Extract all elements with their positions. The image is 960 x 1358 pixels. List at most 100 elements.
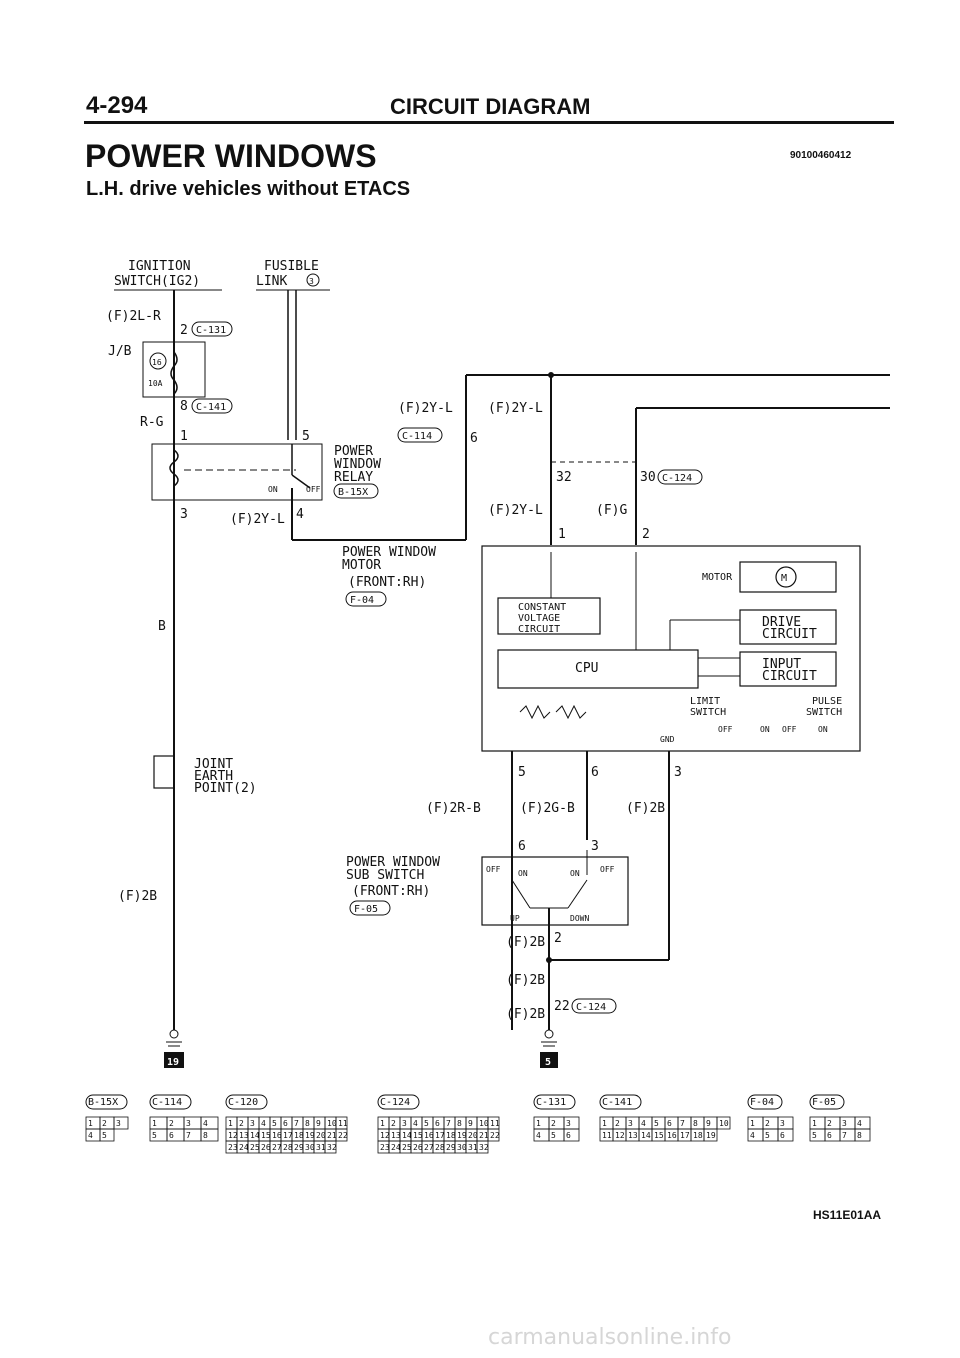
wire-b: B	[158, 619, 166, 634]
connector-pin-number: 6	[827, 1131, 832, 1140]
header-rule	[84, 121, 894, 124]
label-fusible-2: LINK	[256, 274, 287, 289]
connector-pin-number: 13	[239, 1131, 249, 1140]
connector-pin-number: 1	[812, 1119, 817, 1128]
connector-pin-number: 5	[765, 1131, 770, 1140]
connector-pin-number: 3	[116, 1119, 121, 1128]
relay-label-2: WINDOW	[334, 457, 381, 472]
conn-c131-label: C-131	[196, 325, 226, 336]
connector-pin-number: 21	[479, 1131, 489, 1140]
connector-pin-number: 1	[750, 1119, 755, 1128]
connector-pin-cell	[777, 1128, 794, 1142]
connector-id-f-05: F-05	[812, 1097, 836, 1108]
connector-pin-number: 12	[228, 1131, 238, 1140]
connector-pin-number: 28	[435, 1143, 445, 1152]
connector-id-c-120: C-120	[228, 1097, 258, 1108]
connector-pin-number: 10	[327, 1119, 337, 1128]
connector-pin-number: 7	[842, 1131, 847, 1140]
connector-pin-number: 1	[536, 1119, 541, 1128]
fuse-number: 16	[152, 358, 162, 367]
motor-bottom-6: 6	[591, 765, 599, 780]
connector-pin-number: 20	[316, 1131, 326, 1140]
cpu-label: CPU	[575, 661, 598, 676]
cv-label-1: CONSTANT	[518, 602, 566, 613]
wire-f2b-c: (F)2B	[506, 1007, 545, 1022]
sub-label-2: SUB SWITCH	[346, 868, 424, 883]
limit-label-2: SWITCH	[690, 707, 726, 718]
connector-pin-cell	[476, 1140, 489, 1154]
connector-pin-number: 9	[706, 1119, 711, 1128]
sub-label-1: POWER WINDOW	[346, 855, 440, 870]
section-title: POWER WINDOWS	[85, 138, 377, 174]
connector-pin-number: 8	[203, 1131, 208, 1140]
conn-c124-bottom: C-124	[576, 1002, 606, 1013]
connector-pin-number: 32	[327, 1143, 337, 1152]
connector-pin-number: 6	[566, 1131, 571, 1140]
relay-pin-1: 1	[180, 429, 188, 444]
connector-pin-number: 32	[479, 1143, 489, 1152]
sub-pin-3: 3	[591, 839, 599, 854]
connector-pin-number: 18	[446, 1131, 456, 1140]
relay-pin-4: 4	[296, 507, 304, 522]
connector-pin-number: 23	[380, 1143, 390, 1152]
connector-pin-number: 13	[391, 1131, 401, 1140]
connector-pin-number: 4	[203, 1119, 208, 1128]
connector-pin-number: 29	[294, 1143, 304, 1152]
connector-pin-number: 5	[654, 1119, 659, 1128]
wire-f2b-b: (F)2B	[506, 973, 545, 988]
sub-pin-2: 2	[554, 931, 562, 946]
connector-pin-number: 26	[413, 1143, 423, 1152]
connector-pin-number: 18	[294, 1131, 304, 1140]
connector-pin-number: 30	[457, 1143, 467, 1152]
motor-pin-2: 2	[642, 527, 650, 542]
limit-label-1: LIMIT	[690, 696, 720, 707]
pin-8: 8	[180, 399, 188, 414]
joint-label-3: POINT(2)	[194, 781, 257, 796]
wire-f2rb: (F)2R-B	[426, 801, 481, 816]
relay-on: ON	[268, 485, 278, 494]
connector-pin-number: 14	[641, 1131, 651, 1140]
connector-pin-number: 6	[169, 1131, 174, 1140]
connector-pin-number: 8	[457, 1119, 462, 1128]
connector-pin-number: 15	[654, 1131, 664, 1140]
connector-id-c-124: C-124	[380, 1097, 410, 1108]
connector-pin-number: 2	[827, 1119, 832, 1128]
pulse-label-1: PULSE	[812, 696, 842, 707]
connector-pin-cell	[200, 1128, 219, 1142]
wire-f2yl-top-right: (F)2Y-L	[488, 401, 543, 416]
conn-c141-label: C-141	[196, 402, 226, 413]
gnd-label: GND	[660, 735, 675, 744]
connector-pin-number: 25	[250, 1143, 260, 1152]
pin-32: 32	[556, 470, 572, 485]
connector-pin-number: 14	[402, 1131, 412, 1140]
connector-pin-number: 10	[479, 1119, 489, 1128]
motor-bottom-5: 5	[518, 765, 526, 780]
connector-pin-cell	[487, 1128, 500, 1142]
connector-pin-number: 6	[435, 1119, 440, 1128]
connector-pin-number: 5	[272, 1119, 277, 1128]
connector-pin-number: 30	[305, 1143, 315, 1152]
sub-off: OFF	[486, 865, 501, 874]
wire-rg: R-G	[140, 415, 164, 430]
label-fusible: FUSIBLE	[264, 259, 319, 274]
connector-pin-number: 7	[294, 1119, 299, 1128]
pin-22: 22	[554, 999, 570, 1014]
connector-pin-number: 4	[750, 1131, 755, 1140]
ground-left-num: 19	[167, 1057, 179, 1068]
page-number: 4-294	[86, 92, 148, 119]
connector-pin-number: 8	[693, 1119, 698, 1128]
cv-label-3: CIRCUIT	[518, 624, 560, 635]
pin-30: 30	[640, 470, 656, 485]
wire-f2lr: (F)2L-R	[106, 309, 161, 324]
connector-pin-number: 1	[228, 1119, 233, 1128]
drive-label-1: DRIVE	[762, 615, 801, 630]
sub-on-2: ON	[570, 869, 580, 878]
connector-pin-number: 19	[457, 1131, 467, 1140]
connector-pin-number: 5	[812, 1131, 817, 1140]
watermark: carmanualsonline.info	[488, 1325, 732, 1350]
connector-pin-number: 4	[857, 1119, 862, 1128]
relay-connector: B-15X	[338, 487, 368, 498]
connector-pin-number: 21	[327, 1131, 337, 1140]
relay-label-3: RELAY	[334, 470, 373, 485]
